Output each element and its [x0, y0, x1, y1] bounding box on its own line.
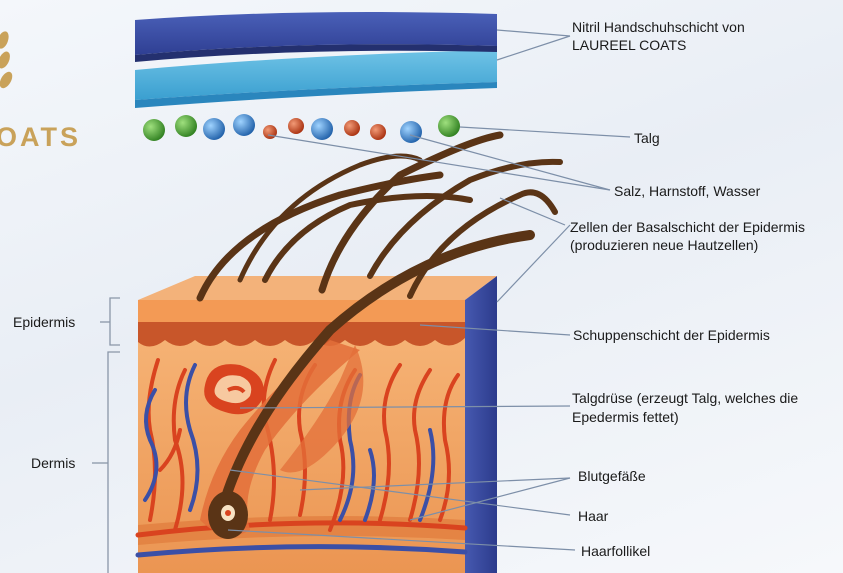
label-talg: Talg — [634, 130, 660, 147]
label-talgdruese-line1: Talgdrüse (erzeugt Talg, welches die — [572, 390, 798, 407]
label-dermis: Dermis — [31, 455, 75, 472]
brand-logo-text: OATS — [0, 122, 81, 153]
label-glove-layer-line2: LAUREEL COATS — [572, 37, 686, 54]
layer-brackets — [92, 298, 120, 573]
label-haarfollikel: Haarfollikel — [581, 543, 650, 560]
label-epidermis: Epidermis — [13, 314, 75, 331]
label-basal-line2: (produzieren neue Hautzellen) — [570, 237, 758, 254]
label-haar: Haar — [578, 508, 608, 525]
glove-layers — [135, 12, 497, 108]
label-schuppen: Schuppenschicht der Epidermis — [573, 327, 770, 344]
logo-wheat-icon — [0, 30, 15, 90]
label-glove-layer-line1: Nitril Handschuhschicht von — [572, 19, 745, 36]
label-basal-line1: Zellen der Basalschicht der Epidermis — [570, 219, 805, 236]
label-salz: Salz, Harnstoff, Wasser — [614, 183, 760, 200]
label-talgdruese-line2: Epedermis fettet) — [572, 409, 679, 426]
label-blutgefaesse: Blutgefäße — [578, 468, 646, 485]
sebum-salt-beads — [143, 114, 460, 143]
